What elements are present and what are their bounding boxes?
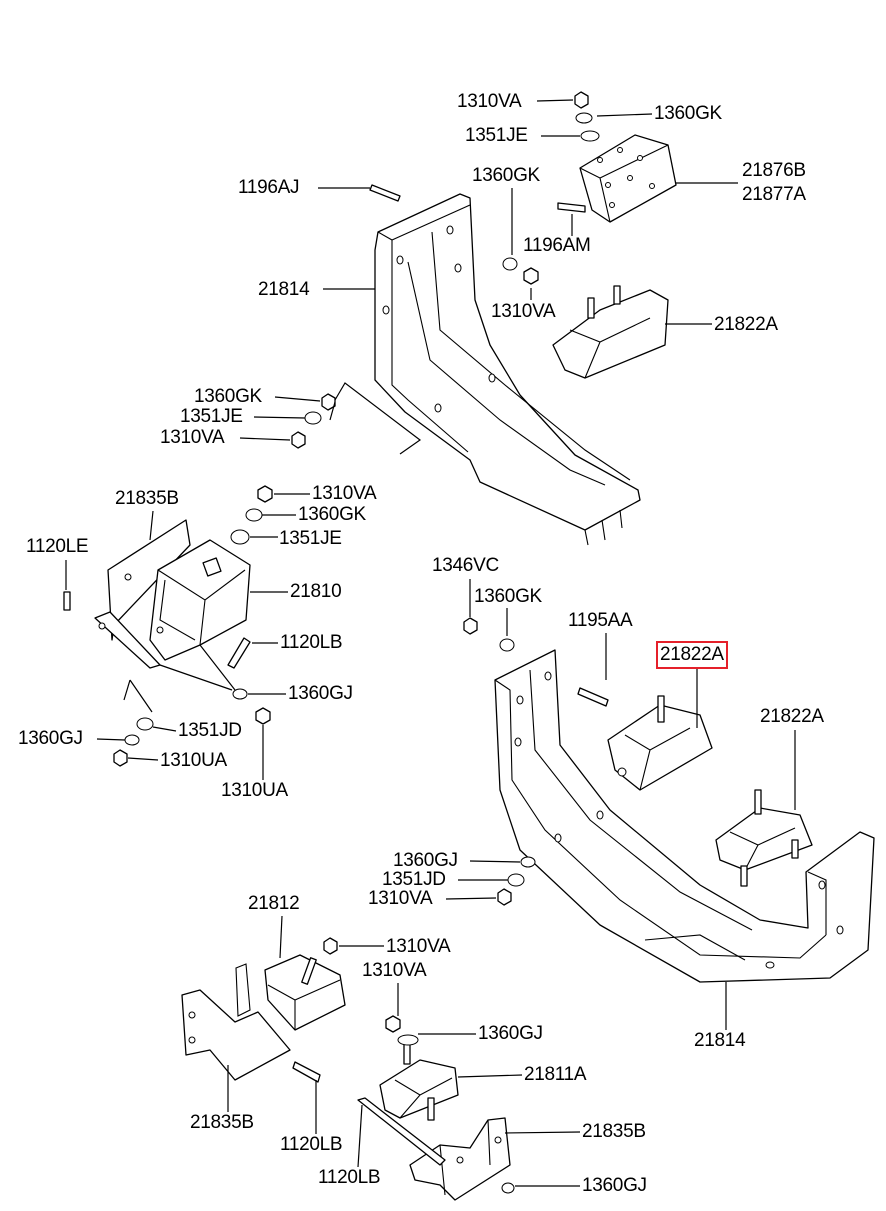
washer-1351jd-a [136,717,154,731]
bolt-1195aa [577,687,609,707]
nut-1310ua-b [113,749,128,767]
nut-1310va-e [323,937,338,955]
washer-1360gj-a [232,688,248,700]
part-label-1310va[interactable]: 1310VA [362,960,427,981]
mount-21811a-group [357,1039,511,1201]
part-label-21877a[interactable]: 21877A [742,184,806,205]
part-label-21876b[interactable]: 21876B [742,160,806,181]
part-label-21814[interactable]: 21814 [258,279,310,300]
part-label-1310va[interactable]: 1310VA [386,936,451,957]
nut-1310ua-a [255,707,271,725]
part-label-1360gj[interactable]: 1360GJ [582,1175,647,1196]
insulator-21822a-upper [552,285,669,379]
part-label-1120le[interactable]: 1120LE [26,536,89,557]
nut-1310va-a [523,267,539,285]
part-label-21810[interactable]: 21810 [290,581,342,602]
part-label-1310va[interactable]: 1310VA [368,888,433,909]
part-label-21822a-highlighted[interactable]: 21822A [656,641,728,669]
insulator-21822a-middle [607,695,713,791]
nut-1310va-b [291,431,306,449]
part-label-1360gk[interactable]: 1360GK [194,386,262,407]
part-label-21814[interactable]: 21814 [694,1030,746,1051]
nut-1310va-d [497,888,512,906]
part-label-1310va[interactable]: 1310VA [312,483,377,504]
part-label-21835b[interactable]: 21835B [190,1112,254,1133]
leader-lines [65,99,796,1187]
part-label-21835b[interactable]: 21835B [582,1121,646,1142]
washer-upper-1351je [580,130,600,142]
engine-mount-21810 [94,519,251,669]
mount-bracket-21876b [579,134,677,223]
part-label-1351je[interactable]: 1351JE [180,406,243,427]
bolt-1120lb [227,637,251,669]
washer-1360gj-d [397,1034,419,1046]
part-label-1360gj[interactable]: 1360GJ [393,850,458,871]
part-label-1360gk[interactable]: 1360GK [298,504,366,525]
part-label-1120lb[interactable]: 1120LB [318,1167,381,1188]
nut-1360gk-b [321,393,336,411]
part-label-1310ua[interactable]: 1310UA [221,780,288,801]
insulator-21822a-right [715,789,813,887]
part-label-1196am[interactable]: 1196AM [523,235,591,256]
part-label-1120lb[interactable]: 1120LB [280,1134,343,1155]
nut-1310va-f [385,1015,401,1033]
part-label-1310va[interactable]: 1310VA [457,91,522,112]
part-label-1351je[interactable]: 1351JE [279,528,342,549]
part-label-1351jd[interactable]: 1351JD [178,720,242,741]
fasteners [63,91,609,1194]
part-label-21822a[interactable]: 21822A [760,706,824,727]
part-label-1346vc[interactable]: 1346VC [432,555,499,576]
part-label-1351jd[interactable]: 1351JD [382,869,446,890]
bolt-1120le [63,591,71,611]
washer-upper-1360gk [575,112,593,124]
washer-1360gk-d [499,638,515,652]
part-label-1310ua[interactable]: 1310UA [160,750,227,771]
bolt-1196am [557,202,586,213]
part-label-21822a[interactable]: 21822A [714,314,778,335]
part-label-21835b[interactable]: 21835B [115,488,179,509]
upper-crossmember-21814 [374,193,641,546]
part-label-1351je[interactable]: 1351JE [465,125,528,146]
part-label-1196aj[interactable]: 1196AJ [238,177,300,198]
part-label-1310va[interactable]: 1310VA [491,301,556,322]
part-label-1360gk[interactable]: 1360GK [654,103,722,124]
part-label-1360gj[interactable]: 1360GJ [478,1023,543,1044]
part-label-21811a[interactable]: 21811A [524,1064,587,1085]
part-label-1195aa[interactable]: 1195AA [568,610,633,631]
part-label-1120lb[interactable]: 1120LB [280,632,343,653]
washer-1351je-c [230,529,250,545]
part-label-1360gj[interactable]: 1360GJ [288,683,353,704]
part-label-21812[interactable]: 21812 [248,893,300,914]
part-label-1360gk[interactable]: 1360GK [472,165,540,186]
washer-1360gj-c [520,856,536,868]
nut-1346vc [463,617,478,635]
nut-upper-1310va [574,91,589,109]
lower-crossmember-21814 [494,649,875,983]
part-label-1360gj[interactable]: 1360GJ [18,728,83,749]
washer-1360gk-a [502,257,518,271]
part-label-1310va[interactable]: 1310VA [160,427,225,448]
bolt-1196aj [369,184,401,202]
part-label-1360gk[interactable]: 1360GK [474,586,542,607]
mount-21812-group [181,954,346,1083]
nut-1310va-c [257,485,273,503]
washer-1360gj-e [501,1182,515,1194]
